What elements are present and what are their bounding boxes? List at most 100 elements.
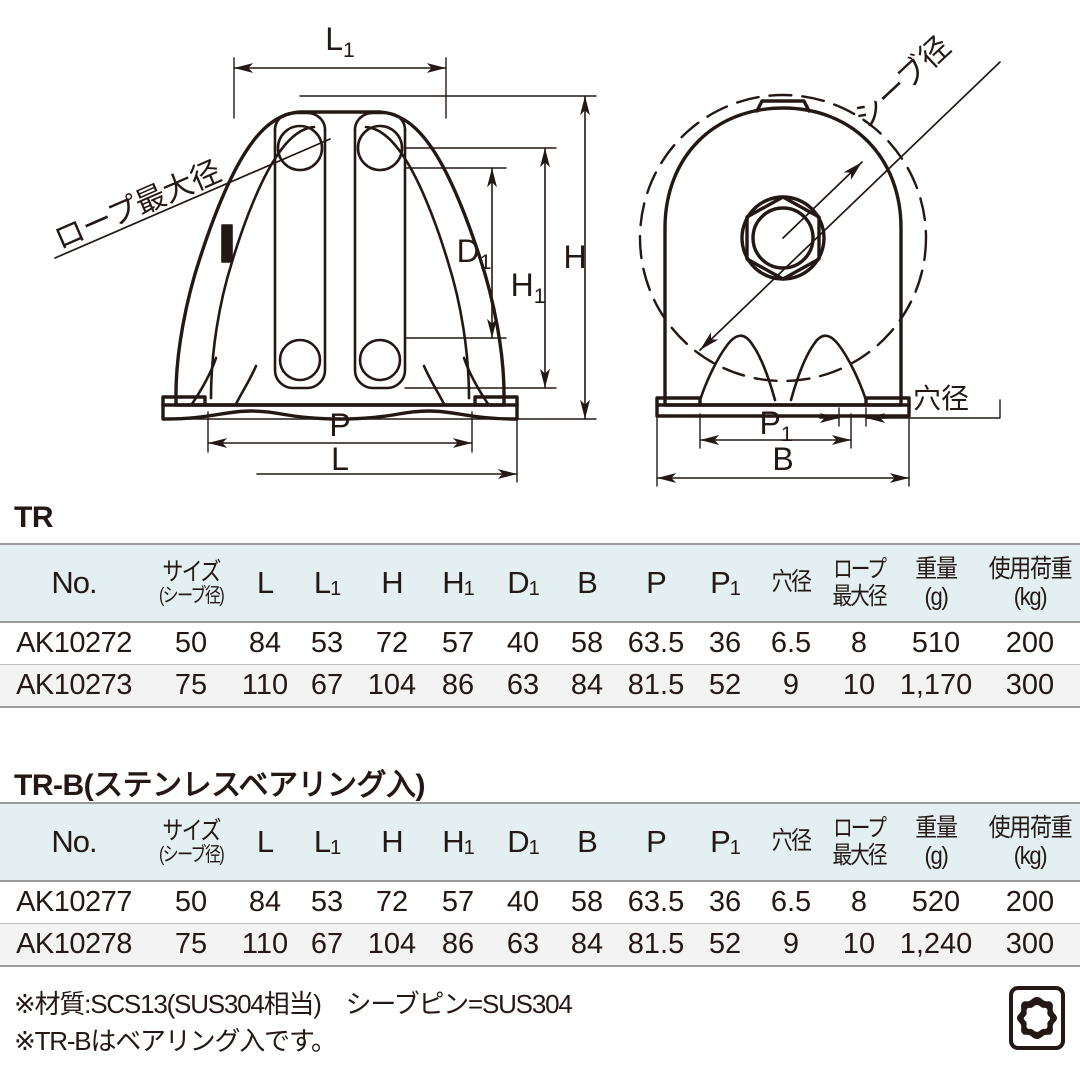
cell-hole: 6.5 — [756, 881, 826, 924]
dim-label-P1: P1 — [759, 405, 792, 446]
front-view-hub — [740, 195, 826, 281]
front-view-base-flange — [655, 396, 911, 418]
column-header-size: サイズ(シーブ径) — [148, 802, 234, 882]
bearing-icon — [1008, 985, 1066, 1051]
column-header-main: No. — [0, 567, 148, 599]
side-view-ribs — [190, 111, 490, 406]
cell-weight: 1,170 — [892, 664, 980, 708]
cell-H: 72 — [358, 622, 426, 665]
section-title-trb: TR-B(ステンレスベアリング入) — [14, 769, 426, 802]
dim-B — [656, 415, 910, 487]
column-header-main: B — [556, 826, 618, 858]
cell-size: 50 — [148, 622, 234, 665]
cell-H1: 86 — [426, 923, 490, 967]
cell-no: AK10273 — [0, 664, 148, 708]
column-header-main: L — [234, 826, 296, 858]
column-header-symbol: L — [313, 564, 331, 600]
column-header-main: H1 — [426, 823, 490, 859]
column-header-subscript: 1 — [528, 577, 540, 600]
column-header-main: P1 — [694, 564, 756, 600]
column-header-main: 使用荷重 — [988, 814, 1073, 842]
cell-H1: 57 — [426, 622, 490, 665]
column-header-main: H — [358, 826, 426, 858]
column-header-symbol: B — [577, 565, 598, 601]
cell-B: 58 — [556, 881, 618, 924]
column-header-H: H — [358, 802, 426, 882]
column-header-main: P1 — [694, 825, 756, 858]
column-header-subscript: 1 — [528, 836, 540, 859]
cell-load: 200 — [980, 881, 1080, 924]
column-header-main: L1 — [296, 564, 358, 600]
cell-D1: 63 — [490, 923, 556, 967]
dim-label-L: L — [331, 441, 349, 477]
column-header-symbol: No. — [51, 565, 97, 601]
column-header-P: P — [618, 543, 694, 623]
column-header-main: 重量 — [915, 814, 958, 842]
cell-size: 50 — [148, 881, 234, 924]
column-header-symbol: No. — [51, 824, 97, 860]
cell-D1: 63 — [490, 664, 556, 708]
column-header-load: 使用荷重(kg) — [980, 543, 1080, 623]
column-header-L: L — [234, 802, 296, 882]
dim-L — [256, 404, 518, 483]
column-header-symbol: L — [256, 565, 274, 601]
cell-L: 110 — [234, 923, 296, 967]
leader-sheave-dia-arrow2 — [782, 161, 863, 239]
column-header-main: L — [234, 567, 296, 599]
cell-rope: 8 — [826, 881, 892, 924]
cell-H: 104 — [358, 923, 426, 967]
cell-hole: 9 — [756, 664, 826, 708]
cell-H: 72 — [358, 881, 426, 924]
cell-P: 81.5 — [618, 664, 694, 708]
column-header-sub: 最大径 — [832, 842, 888, 869]
cell-rope: 10 — [826, 664, 892, 708]
column-header-main: 穴径 — [771, 827, 812, 856]
column-header-sub: (シーブ径) — [158, 584, 225, 607]
column-header-D1: D1 — [490, 802, 556, 882]
cell-H: 104 — [358, 664, 426, 708]
column-header-sub: (g) — [924, 583, 949, 611]
dim-label-hole-dia: 穴径 — [913, 383, 969, 414]
column-header-rope: ロープ最大径 — [826, 802, 892, 882]
column-header-P: P — [618, 802, 694, 882]
note-bearing: ※TR-Bはベアリング入です。 — [14, 1025, 337, 1056]
column-header-B: B — [556, 802, 618, 882]
dim-hole-dia — [819, 399, 1001, 427]
column-header-symbol: L — [256, 824, 274, 860]
column-header-subscript: 1 — [330, 577, 341, 600]
dim-label-H: H — [563, 239, 586, 275]
dim-label-L1: L1 — [325, 21, 354, 62]
cell-load: 300 — [980, 664, 1080, 708]
column-header-load: 使用荷重(kg) — [980, 802, 1080, 882]
cell-H1: 86 — [426, 664, 490, 708]
section-title-tr: TR — [14, 501, 54, 534]
column-header-subscript: 1 — [463, 836, 475, 859]
column-header-L1: L1 — [296, 802, 358, 882]
cell-L: 84 — [234, 881, 296, 924]
column-header-symbol: P — [710, 564, 731, 600]
cell-P: 63.5 — [618, 622, 694, 665]
column-header-main: ロープ — [833, 555, 887, 583]
cell-P1: 52 — [694, 923, 756, 967]
cell-P: 63.5 — [618, 881, 694, 924]
column-header-H: H — [358, 543, 426, 623]
column-header-symbol: P — [646, 824, 667, 860]
cell-load: 200 — [980, 622, 1080, 665]
column-header-symbol: H — [442, 823, 464, 859]
column-header-main: L1 — [296, 825, 358, 858]
front-view-outline — [663, 99, 903, 407]
cell-L1: 53 — [296, 881, 358, 924]
column-header-main: ロープ — [833, 814, 887, 842]
cell-P1: 52 — [694, 664, 756, 708]
column-header-symbol: H — [381, 565, 403, 601]
column-header-P1: P1 — [694, 543, 756, 623]
dim-label-H1: H1 — [511, 267, 546, 308]
cell-D1: 40 — [490, 622, 556, 665]
cell-P1: 36 — [694, 881, 756, 924]
